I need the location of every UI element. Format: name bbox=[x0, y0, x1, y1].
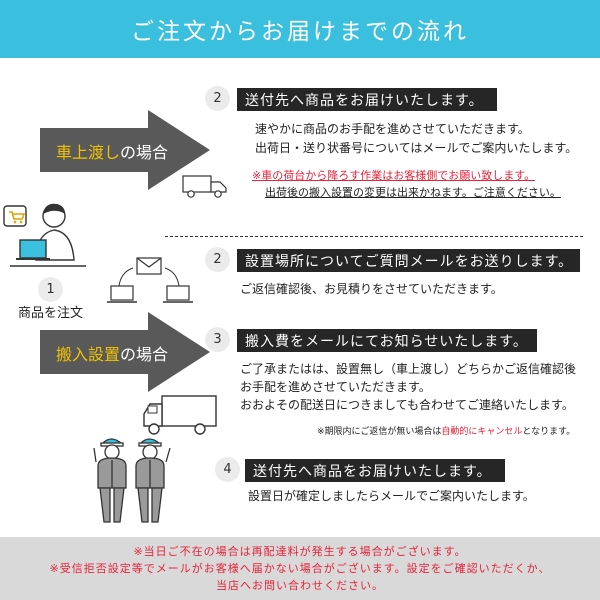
step-number-text: 2 bbox=[213, 91, 222, 106]
footer-notice: ※当日ご不在の場合は再配達料が発生する場合がございます。 ※受信拒否設定等でメー… bbox=[0, 537, 600, 600]
step-title-bar: 送付先へ商品をお届けいたします。 bbox=[237, 88, 497, 111]
cancellation-note: ※期限内にご返信が無い場合は自動的にキャンセルとなります。 bbox=[317, 424, 575, 437]
arrow-label-rest: の場合 bbox=[120, 143, 169, 162]
step-title-bar: 設置場所についてご質問メールをお送りします。 bbox=[237, 249, 580, 272]
email-exchange-illustration bbox=[107, 257, 193, 303]
step-title: 送付先へ商品をお届けいたします。 bbox=[245, 92, 484, 109]
footer-line: ※当日ご不在の場合は再配達料が発生する場合がございます。 bbox=[133, 545, 467, 558]
step-description: おおよその配送日につきましても合わせてご連絡いたします。 bbox=[240, 398, 574, 412]
small-truck-icon bbox=[182, 175, 227, 198]
step-description: お手配を進めさせていただきます。 bbox=[240, 380, 431, 394]
order-label: 商品を注文 bbox=[18, 306, 84, 321]
arrow-label-highlight: 搬入設置 bbox=[56, 345, 121, 364]
cancellation-note-after: となります。 bbox=[522, 427, 576, 437]
step-title-bar: 送付先へ商品をお届けいたします。 bbox=[245, 459, 505, 482]
step-number-2a: 2 bbox=[205, 86, 230, 111]
section-divider bbox=[165, 236, 583, 237]
arrow-label-installation: 搬入設置の場合 bbox=[56, 341, 168, 365]
step-title: 搬入費をメールにてお知らせいたします。 bbox=[245, 333, 528, 350]
caution-note: 出荷後の搬入設置の変更は出来かねます。ご注意ください。 bbox=[265, 184, 561, 201]
footer-line: ※受信拒否設定等でメールがお客様へ届かない場合がございます。設定をご確認いただく… bbox=[49, 562, 551, 575]
step-description: ご返信確認後、お見積りをさせていただきます。 bbox=[240, 282, 503, 296]
step-number-2b: 2 bbox=[205, 247, 230, 272]
step-description: 設置日が確定しましたらメールでご案内いたします。 bbox=[248, 489, 535, 503]
arrow-label-car-delivery: 車上渡しの場合 bbox=[56, 139, 168, 163]
step-number-text: 4 bbox=[223, 462, 232, 477]
person-ordering-illustration bbox=[3, 203, 86, 267]
cancellation-note-red: 自動的にキャンセル bbox=[441, 427, 523, 437]
arrow-shape-car-delivery bbox=[40, 110, 210, 190]
caution-line: 出荷後の搬入設置の変更は出来かねます。ご注意ください。 bbox=[265, 186, 561, 199]
page-title: ご注文からお届けまでの流れ bbox=[131, 19, 469, 45]
step-number-text: 2 bbox=[213, 252, 222, 267]
arrow-shape-installation bbox=[40, 312, 210, 392]
step-description: 出荷日・送り状番号についてはメールでご案内いたします。 bbox=[255, 141, 578, 155]
step-number-text: 1 bbox=[46, 282, 55, 297]
step-title: 設置場所についてご質問メールをお送りします。 bbox=[245, 253, 574, 270]
step-number-1: 1 bbox=[38, 277, 63, 302]
caution-line: ※車の荷台から降ろす作業はお客様側でお願い致します。 bbox=[252, 169, 536, 182]
caution-note: ※車の荷台から降ろす作業はお客様側でお願い致します。 bbox=[252, 167, 535, 184]
cancellation-note-before: ※期限内にご返信が無い場合は bbox=[317, 427, 442, 437]
step-description: ご了承またはは、設置無し（車上渡し）どちらかご返信確認後 bbox=[240, 362, 577, 376]
step-number-text: 3 bbox=[213, 332, 222, 347]
step-number-4: 4 bbox=[215, 457, 240, 482]
arrow-label-rest: の場合 bbox=[120, 345, 169, 364]
delivery-workers-illustration bbox=[93, 438, 171, 523]
large-truck-icon bbox=[143, 395, 217, 435]
step-title: 送付先へ商品をお届けいたします。 bbox=[253, 463, 492, 480]
arrow-label-highlight: 車上渡し bbox=[56, 143, 121, 162]
step-number-3: 3 bbox=[205, 327, 230, 352]
step-title-bar: 搬入費をメールにてお知らせいたします。 bbox=[237, 329, 537, 352]
footer-line: 当店へお問い合わせください。 bbox=[216, 579, 384, 592]
step-description: 速やかに商品のお手配を進めさせていただきます。 bbox=[255, 122, 530, 136]
page-header: ご注文からお届けまでの流れ bbox=[0, 0, 600, 58]
